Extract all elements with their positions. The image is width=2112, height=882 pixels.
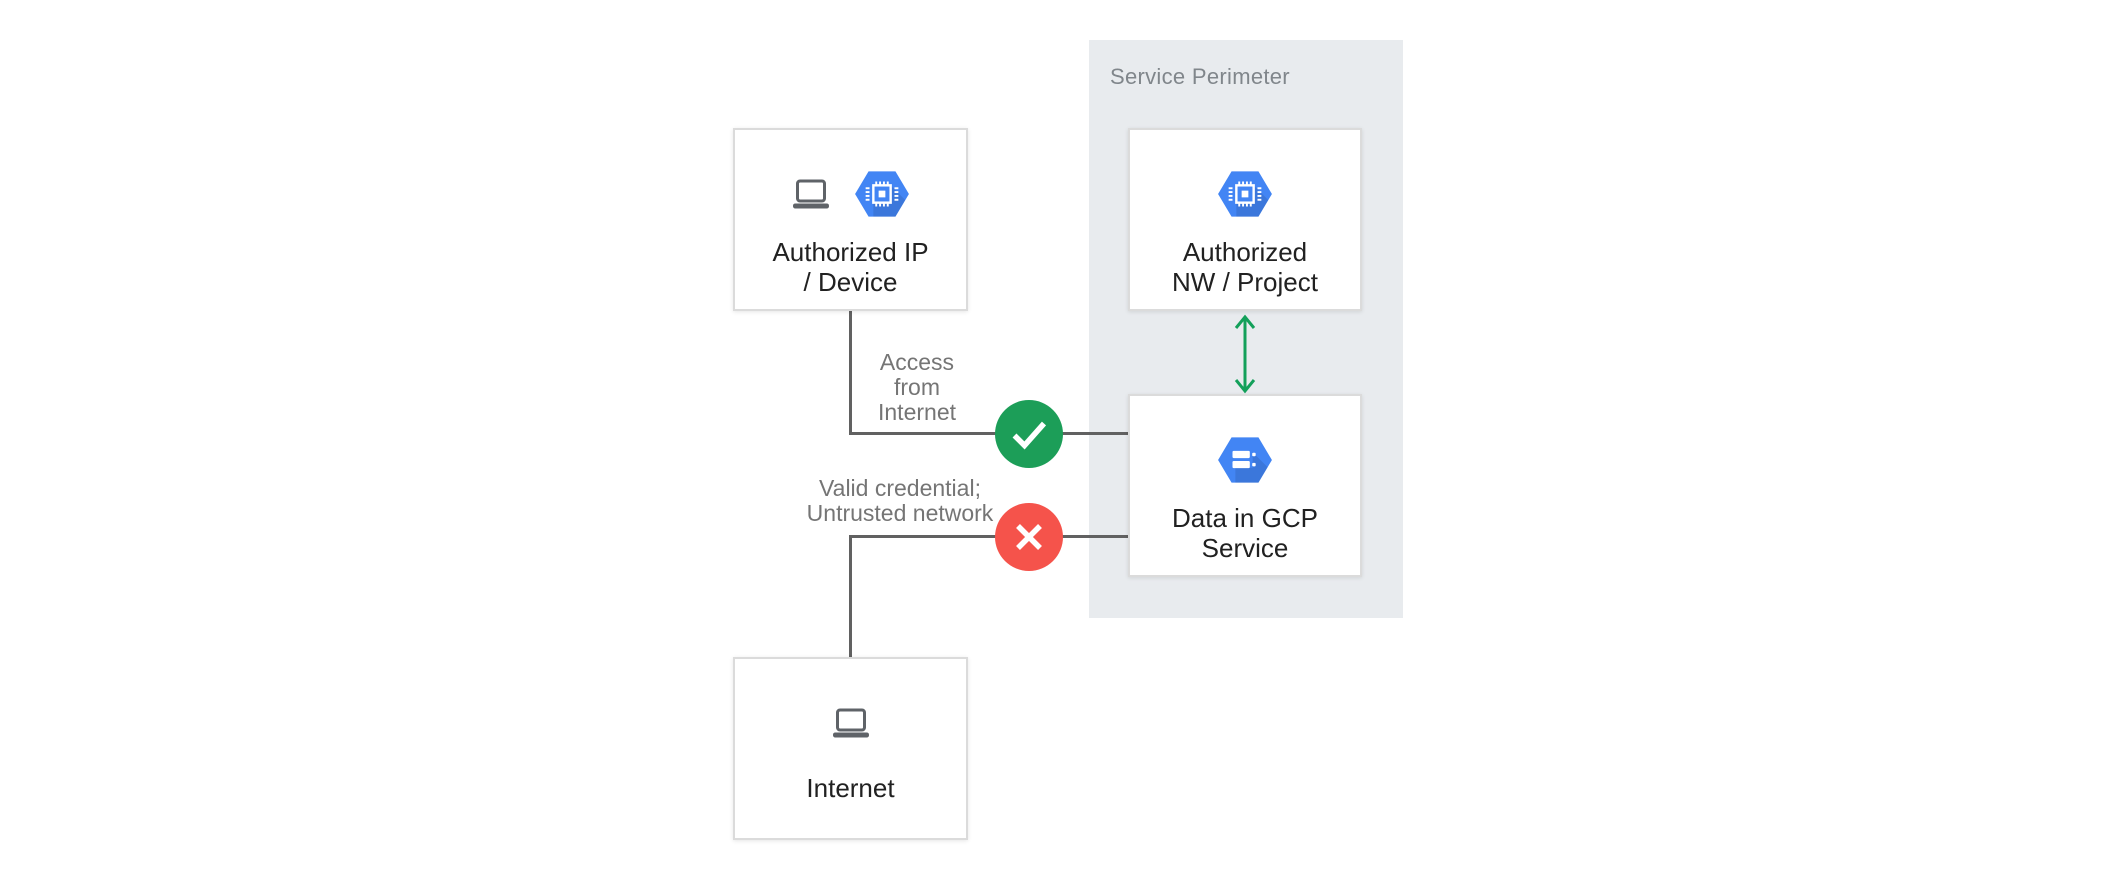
node-icon-row	[1130, 434, 1360, 486]
node-label: Authorized NW / Project	[1130, 237, 1360, 297]
service-perimeter-label: Service Perimeter	[1110, 64, 1290, 89]
cross-icon	[1016, 524, 1042, 550]
edge-label-line: Access	[879, 349, 955, 375]
connector-denied-horizontal	[849, 535, 1129, 538]
laptop-icon	[832, 708, 869, 737]
node-data-in-gcp-service: Data in GCP Service	[1128, 394, 1362, 577]
node-label-line1: Authorized	[1182, 237, 1308, 267]
node-icon-row	[1130, 168, 1360, 220]
node-label-line1: Data in GCP	[1172, 503, 1318, 533]
edge-label-access-from-internet: Access from Internet	[845, 350, 989, 425]
check-icon	[1012, 421, 1047, 450]
node-authorized-ip-device: Authorized IP / Device	[733, 128, 968, 311]
status-allowed-badge	[995, 400, 1063, 468]
connector-internet-up	[849, 535, 852, 657]
connector-allowed-horizontal	[849, 432, 1129, 435]
double-arrow-icon	[1234, 314, 1256, 394]
node-label-line1: Internet	[806, 773, 895, 803]
edge-label-valid-credential-untrusted-network: Valid credential; Untrusted network	[760, 476, 1040, 526]
node-icon-row	[735, 168, 966, 220]
node-label: Internet	[735, 773, 966, 803]
node-label-line1: Authorized IP	[772, 237, 929, 267]
node-label-line2: / Device	[803, 267, 898, 297]
node-label: Data in GCP Service	[1130, 503, 1360, 563]
compute-engine-hexagon-icon	[854, 171, 909, 217]
node-internet: Internet	[733, 657, 968, 840]
compute-engine-hexagon-icon	[1218, 171, 1272, 217]
gcp-storage-hexagon-icon	[1218, 437, 1272, 483]
edge-label-line: Valid credential;	[819, 475, 981, 501]
edge-label-line: Untrusted network	[806, 500, 994, 526]
node-authorized-nw-project: Authorized NW / Project	[1128, 128, 1362, 311]
node-label-line2: Service	[1201, 533, 1289, 563]
connector-authorized-ip-down	[849, 311, 852, 435]
status-denied-badge	[995, 503, 1063, 571]
edge-label-line: Internet	[878, 399, 956, 425]
edge-label-line: from	[894, 374, 940, 400]
node-label-line2: NW / Project	[1172, 267, 1318, 297]
laptop-icon	[792, 179, 829, 208]
node-label: Authorized IP / Device	[735, 237, 966, 297]
node-icon-row	[735, 697, 966, 749]
